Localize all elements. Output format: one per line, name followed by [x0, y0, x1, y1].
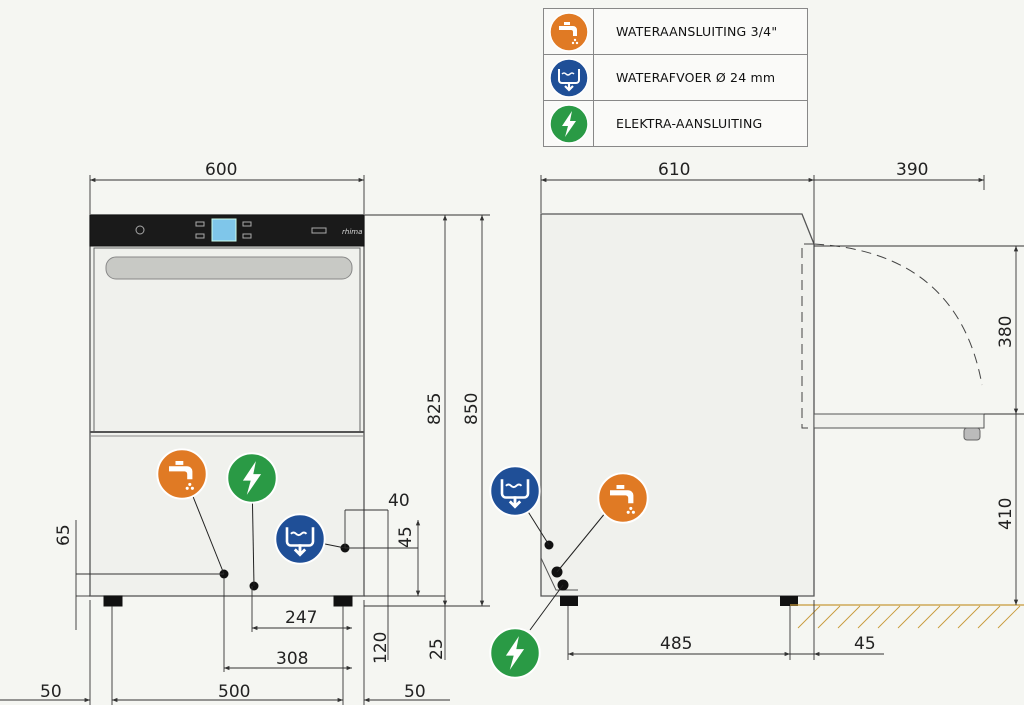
legend-row-electric: ELEKTRA-AANSLUITING — [543, 100, 808, 147]
front-dimensions — [0, 175, 490, 705]
machine-body-side — [540, 213, 815, 597]
legend-icon-cell — [543, 100, 594, 147]
dim-foot-offset-45: 45 — [854, 634, 876, 654]
dim-door-floor-410: 410 — [996, 498, 1016, 530]
legend-icon-cell — [543, 8, 594, 55]
dim-308: 308 — [276, 649, 308, 669]
electric-lightning-icon — [226, 452, 278, 504]
legend-row-water-supply: WATERAANSLUITING 3/4" — [543, 8, 808, 55]
dim-feet-span-500: 500 — [218, 682, 250, 702]
door-swing-arc — [813, 243, 983, 386]
side-dimensions — [540, 175, 1024, 660]
panel-button — [311, 227, 327, 234]
door-handle-side — [963, 427, 981, 441]
dim-25: 25 — [427, 638, 447, 660]
panel-button — [242, 221, 252, 227]
water-supply-tap-icon — [548, 11, 589, 52]
dim-40: 40 — [388, 491, 410, 511]
panel-button — [242, 233, 252, 239]
floor-hatch — [797, 605, 1021, 629]
dim-247: 247 — [285, 608, 317, 628]
foot-left — [103, 595, 123, 607]
open-door — [813, 413, 985, 429]
dim-door-height-380: 380 — [996, 316, 1016, 348]
dim-side-left-50: 50 — [40, 682, 62, 702]
dim-width-600: 600 — [205, 160, 237, 180]
side-view — [526, 213, 1024, 631]
dim-120: 120 — [371, 632, 391, 664]
water-supply-tap-icon — [156, 448, 208, 500]
water-drain-icon-side — [489, 465, 541, 517]
dim-depth-610: 610 — [658, 160, 690, 180]
legend-row-water-drain: WATERAFVOER Ø 24 mm — [543, 54, 808, 101]
dim-height-850: 850 — [462, 393, 482, 425]
water-supply-tap-icon-side — [597, 472, 649, 524]
door-handle — [105, 256, 353, 280]
panel-button — [195, 221, 205, 227]
water-drain-icon — [274, 513, 326, 565]
foot-right — [333, 595, 353, 607]
legend-label-water-supply: WATERAANSLUITING 3/4" — [593, 8, 808, 55]
panel-button — [195, 233, 205, 239]
connection-legend: WATERAANSLUITING 3/4" WATERAFVOER Ø 24 m… — [543, 8, 808, 147]
electric-lightning-icon — [548, 103, 589, 144]
foot-side-rear — [780, 596, 798, 606]
brand-logo: rhima — [342, 228, 362, 236]
dim-door-open-390: 390 — [896, 160, 928, 180]
dim-side-right-50: 50 — [404, 682, 426, 702]
legend-label-water-drain: WATERAFVOER Ø 24 mm — [593, 54, 808, 101]
dim-45: 45 — [396, 526, 416, 548]
dim-65: 65 — [54, 524, 74, 546]
power-button — [135, 225, 145, 235]
display-screen — [211, 218, 237, 242]
dim-feet-span-485: 485 — [660, 634, 692, 654]
electric-lightning-icon-side — [489, 627, 541, 679]
water-drain-icon — [548, 57, 589, 98]
legend-label-electric: ELEKTRA-AANSLUITING — [593, 100, 808, 147]
dim-height-825: 825 — [425, 393, 445, 425]
foot-side-front — [560, 596, 578, 606]
